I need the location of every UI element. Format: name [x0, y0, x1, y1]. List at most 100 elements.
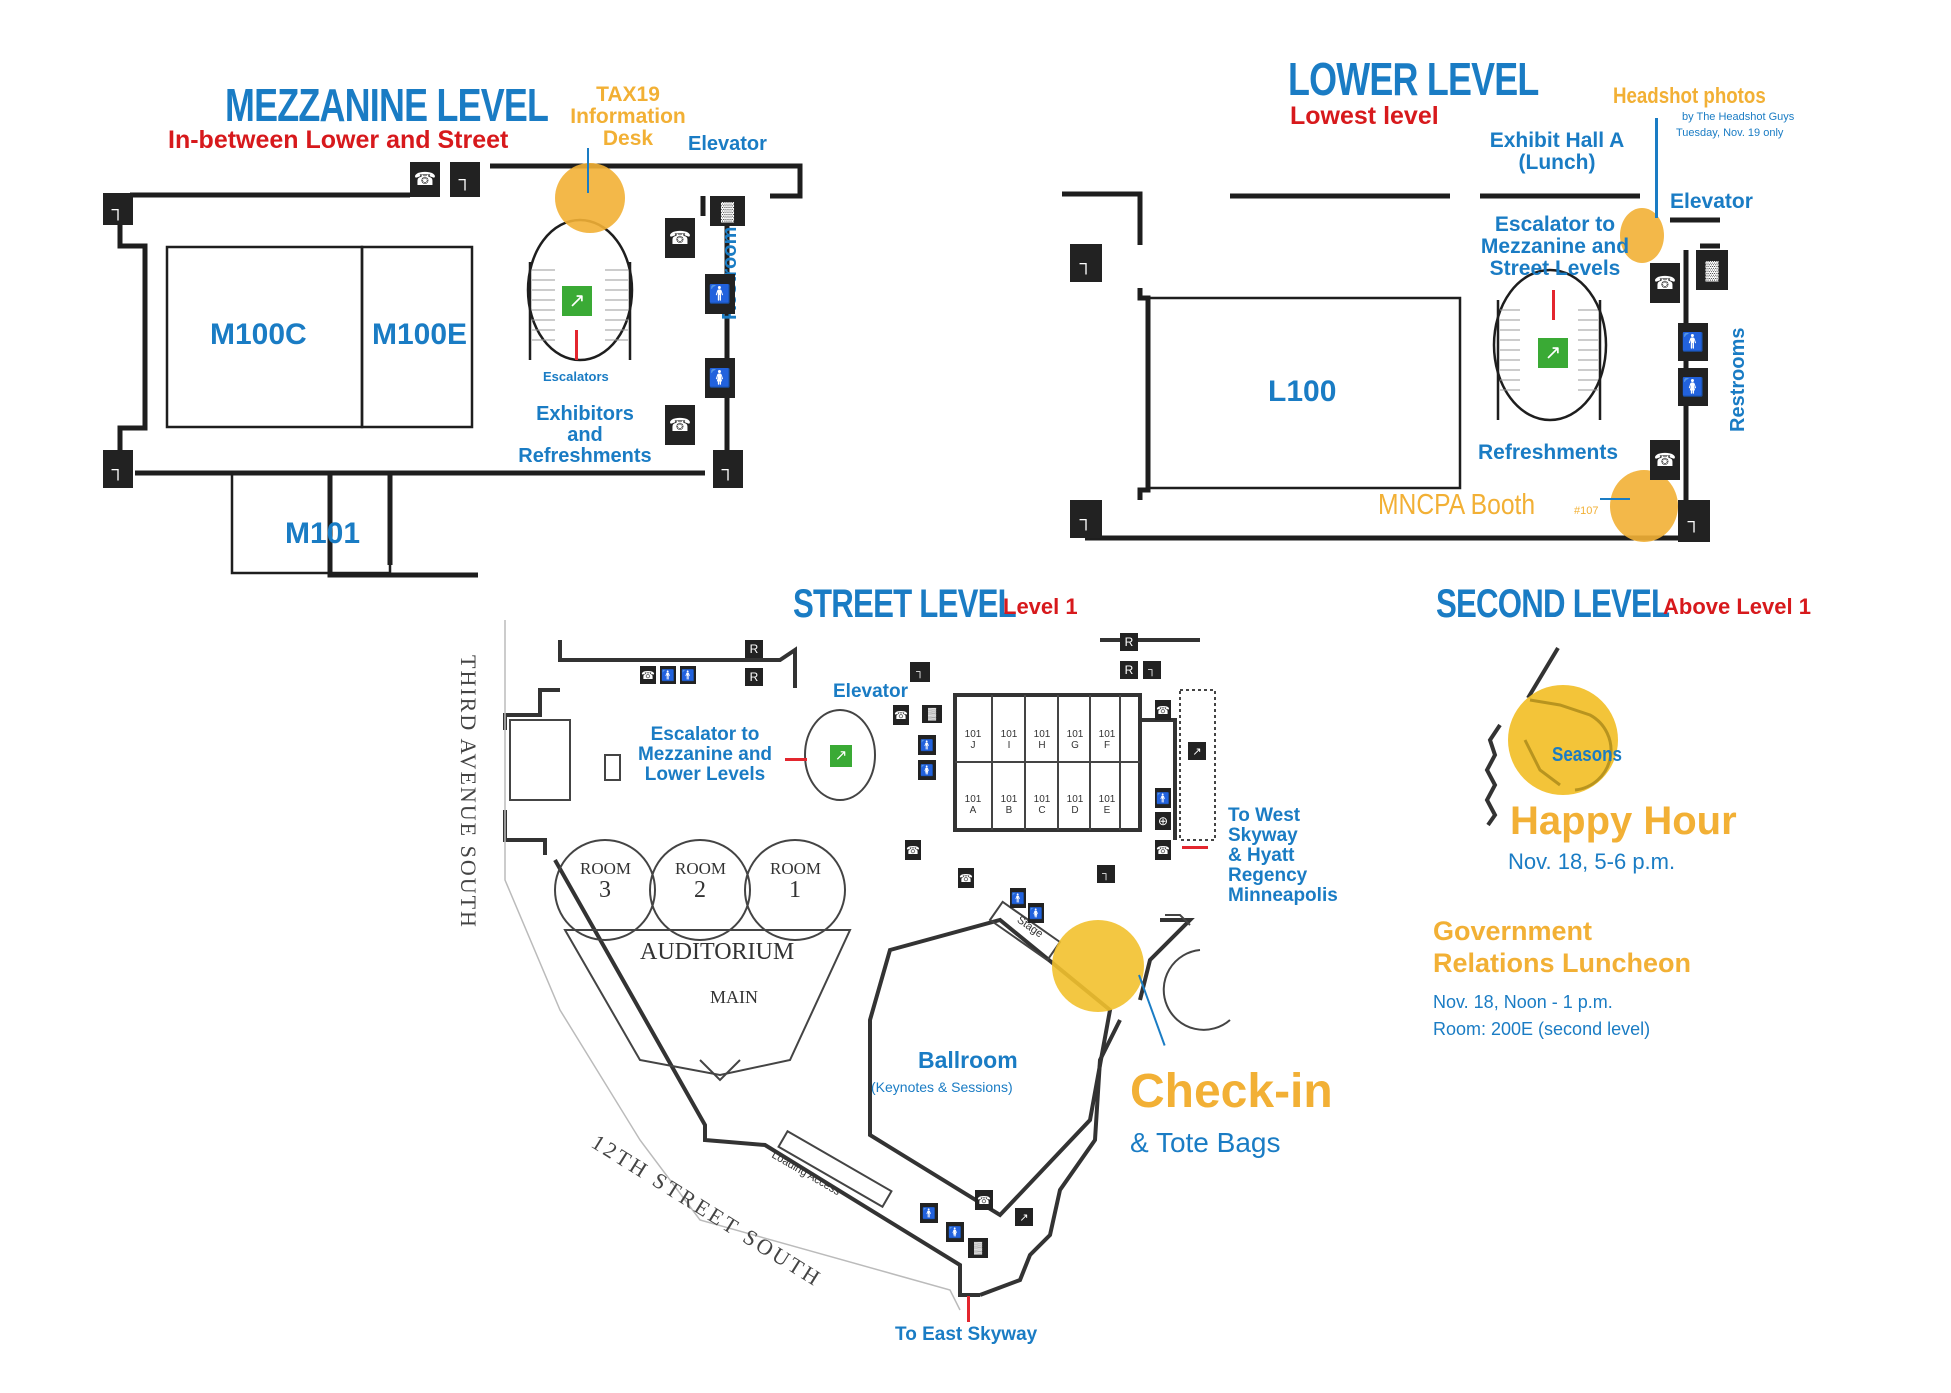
lower-subtitle: Lowest level [1290, 102, 1439, 130]
stairs-icon: ┐ [1678, 500, 1710, 542]
street-east-skyway-label: To East Skyway [895, 1324, 1038, 1345]
mezz-room-m101-label: M101 [285, 517, 361, 550]
mens-restroom-icon: 🚹 [660, 666, 676, 684]
womens-restroom-icon: 🚺 [1678, 368, 1708, 406]
mezz-escalator-steps [532, 269, 628, 341]
second-seasons-label: Seasons [1552, 744, 1622, 766]
stairs-icon: ┐ [1070, 500, 1102, 538]
street-room2-label: ROOM 2 [675, 859, 727, 903]
phone-icon: ☎ [665, 405, 695, 445]
street-room2 [649, 839, 751, 941]
street-wall-north [558, 640, 797, 688]
womens-restroom-icon: 🚺 [1028, 903, 1044, 923]
lower-escalator-icon: ↗ [1538, 338, 1568, 368]
elevator-icon: ▓ [1696, 250, 1728, 290]
stairs-icon: ┐ [450, 162, 480, 197]
first-aid-icon: ⊕ [1155, 812, 1171, 830]
booth-label-101d: 101 D [1066, 794, 1084, 816]
phone-icon: ☎ [665, 218, 695, 258]
stairs-icon: ┐ [103, 450, 133, 488]
booth-label-101g: 101 G [1066, 729, 1084, 751]
womens-restroom-icon: 🚺 [946, 1222, 964, 1242]
second-wall [1526, 646, 1560, 700]
lower-wall-top [1062, 191, 1143, 245]
stairs-icon: ┐ [1143, 661, 1161, 679]
phone-icon: ☎ [958, 868, 974, 888]
stairs-icon: ┐ [1070, 244, 1102, 282]
street-ballroom-label: Ballroom [918, 1047, 1018, 1073]
lower-booth-arrow [1600, 498, 1630, 500]
lower-headshot-date: Tuesday, Nov. 19 only [1676, 127, 1784, 139]
booth-label-101e: 101 E [1098, 794, 1116, 816]
mens-restroom-icon: 🚹 [680, 666, 696, 684]
street-east-skyway-arrow [967, 1296, 970, 1322]
lower-room-l100-label: L100 [1268, 375, 1337, 408]
booth-label-101j: 101 J [964, 729, 982, 751]
mezz-wall-bottom2 [327, 473, 478, 578]
street-escalator-arrow [785, 758, 807, 761]
second-title: SECOND LEVEL [1436, 582, 1670, 626]
booth-label-101h: 101 H [1033, 729, 1051, 751]
mezz-info-desk-label: TAX19 Information Desk [570, 83, 686, 151]
stairs-icon: ┐ [1097, 865, 1115, 883]
mezz-room-m100e [360, 245, 474, 429]
street-wall-diag-west [553, 859, 980, 1297]
booth-label-101i: 101 I [1000, 729, 1018, 751]
phone-icon: ☎ [1650, 440, 1680, 480]
lower-booth-number: #107 [1574, 505, 1599, 517]
street-title: STREET LEVEL [793, 582, 1017, 626]
street-booth-grid [955, 695, 1140, 830]
lower-title: LOWER LEVEL [1288, 53, 1539, 105]
mezz-info-arrow [587, 148, 589, 193]
mezz-info-desk-highlight [555, 163, 625, 233]
phone-icon: ☎ [1650, 263, 1680, 303]
second-happy-hour-time: Nov. 18, 5-6 p.m. [1508, 849, 1676, 874]
phone-icon: ☎ [1155, 700, 1171, 720]
street-subtitle: Level 1 [1003, 594, 1078, 619]
street-wall-northeast [1138, 918, 1195, 1001]
street-escalator-outline [804, 709, 876, 801]
mezzanine-title: MEZZANINE LEVEL [225, 79, 549, 131]
mens-restroom-icon: 🚹 [1678, 323, 1708, 361]
street-west-skyway-arrow [1182, 846, 1208, 849]
street-checkin-highlight [1052, 920, 1144, 1012]
lower-escalator-label: Escalator to Mezzanine and Street Levels [1480, 213, 1630, 281]
lower-headshot-arrow [1655, 118, 1658, 218]
elevator-icon: ▓ [922, 705, 942, 723]
second-luncheon-time: Nov. 18, Noon - 1 p.m. [1433, 992, 1613, 1012]
lower-headshot-title: Headshot photos [1613, 83, 1766, 108]
second-luncheon-title: Government Relations Luncheon [1433, 916, 1692, 979]
lower-room-l100 [1146, 296, 1462, 490]
street-wall-ballroom [868, 917, 1113, 1218]
street-tote-label: & Tote Bags [1130, 1127, 1281, 1158]
elevator-icon: ▓ [710, 196, 745, 226]
phone-icon: ☎ [893, 705, 909, 725]
mezz-room-m100c-label: M100C [210, 318, 307, 351]
mens-restroom-icon: 🚹 [1155, 788, 1171, 808]
womens-restroom-icon: 🚺 [705, 358, 735, 398]
street-escalator-label: Escalator to Mezzanine and Lower Levels [637, 724, 773, 785]
restroom-marker-icon: R [1120, 633, 1138, 651]
street-auditorium [563, 929, 852, 1077]
lower-escalator-outline [1492, 268, 1608, 422]
lower-booth-label: MNCPA Booth [1378, 489, 1536, 521]
restroom-marker-icon: R [745, 668, 763, 686]
street-east-arc [1162, 949, 1231, 1031]
mezz-escalators-label: Escalators [543, 369, 609, 384]
phone-icon: ☎ [410, 162, 440, 197]
elevator-icon: ▓ [968, 1238, 988, 1258]
street-elevator-label: Elevator [833, 681, 908, 702]
mens-restroom-icon: 🚹 [918, 735, 936, 755]
mezz-room-m100e-label: M100E [372, 318, 468, 351]
lower-headshot-by: by The Headshot Guys [1682, 111, 1795, 123]
second-wall2 [1484, 723, 1502, 827]
stairs-icon: ┐ [103, 193, 133, 225]
phone-icon: ☎ [905, 840, 921, 860]
street-room3-label: ROOM 3 [580, 859, 632, 903]
mezz-elevator-label: Elevator [688, 133, 767, 155]
street-checkin-label: Check-in [1130, 1065, 1333, 1118]
street-entry-box [509, 719, 571, 801]
mezz-escalator-arrow [575, 330, 578, 360]
